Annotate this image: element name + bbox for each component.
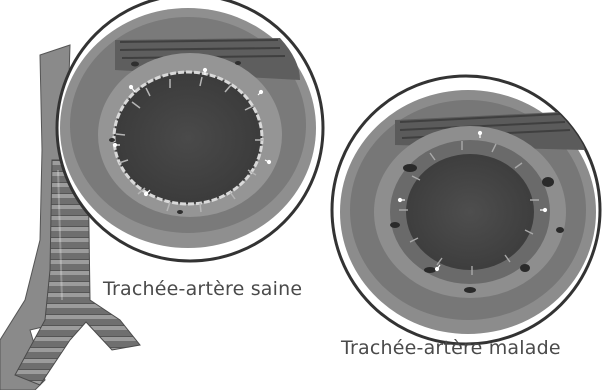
healthy-cross-section — [57, 0, 323, 261]
healthy-trachea-label: Trachée-artère saine — [103, 278, 302, 300]
diseased-trachea-label: Trachée-artère malade — [341, 337, 561, 359]
diseased-cross-section — [332, 76, 600, 344]
